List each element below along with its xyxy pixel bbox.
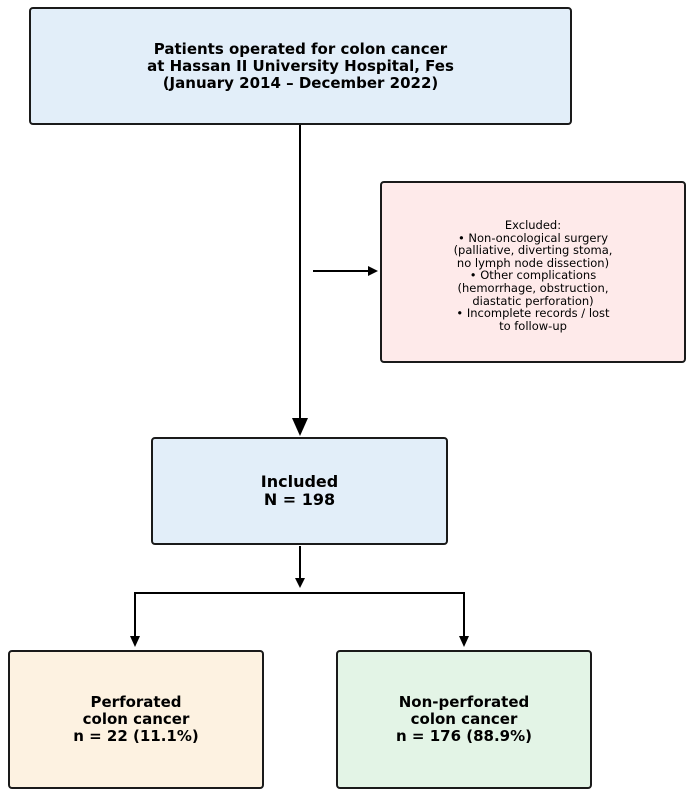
- excluded-line-5: • Other complications: [469, 268, 597, 283]
- arrowhead-split: [295, 578, 305, 588]
- non-perforated-count: n = 176 (88.9%): [396, 727, 532, 745]
- source-line-1: Patients operated for colon cancer: [153, 39, 448, 58]
- source-line-2: at Hassan II University Hospital, Fes: [147, 56, 454, 75]
- perforated-box: Perforated colon cancer n = 22 (11.1%): [8, 650, 264, 789]
- arrowhead-non-perforated: [459, 636, 469, 647]
- source-population-box: Patients operated for colon cancer at Ha…: [29, 7, 572, 125]
- included-box: Included N = 198: [151, 437, 448, 545]
- arrowhead-excluded: [368, 266, 378, 276]
- perforated-count: n = 22 (11.1%): [73, 727, 199, 745]
- non-perforated-line-1: Non-perforated: [398, 693, 530, 711]
- non-perforated-box: Non-perforated colon cancer n = 176 (88.…: [336, 650, 592, 789]
- arrowhead-included: [292, 418, 308, 436]
- excluded-box: Excluded: • Non-oncological surgery (pal…: [380, 181, 686, 363]
- non-perforated-line-2: colon cancer: [410, 710, 518, 728]
- excluded-line-2: • Non-oncological surgery: [457, 230, 609, 245]
- excluded-line-1: Excluded:: [504, 218, 562, 232]
- source-line-3: (January 2014 – December 2022): [162, 73, 439, 92]
- perforated-line-2: colon cancer: [82, 710, 190, 728]
- arrowhead-perforated: [130, 636, 140, 647]
- excluded-line-8: • Incomplete records / lost: [456, 306, 610, 321]
- included-label: Included: [260, 472, 339, 491]
- excluded-line-4: no lymph node dissection): [456, 255, 610, 270]
- included-count: N = 198: [263, 490, 336, 509]
- excluded-line-9: to follow-up: [499, 318, 567, 333]
- excluded-line-7: diastatic perforation): [472, 293, 594, 308]
- perforated-line-1: Perforated: [90, 693, 182, 711]
- excluded-line-3: (palliative, diverting stoma,: [453, 243, 613, 258]
- excluded-line-6: (hemorrhage, obstruction,: [457, 280, 609, 295]
